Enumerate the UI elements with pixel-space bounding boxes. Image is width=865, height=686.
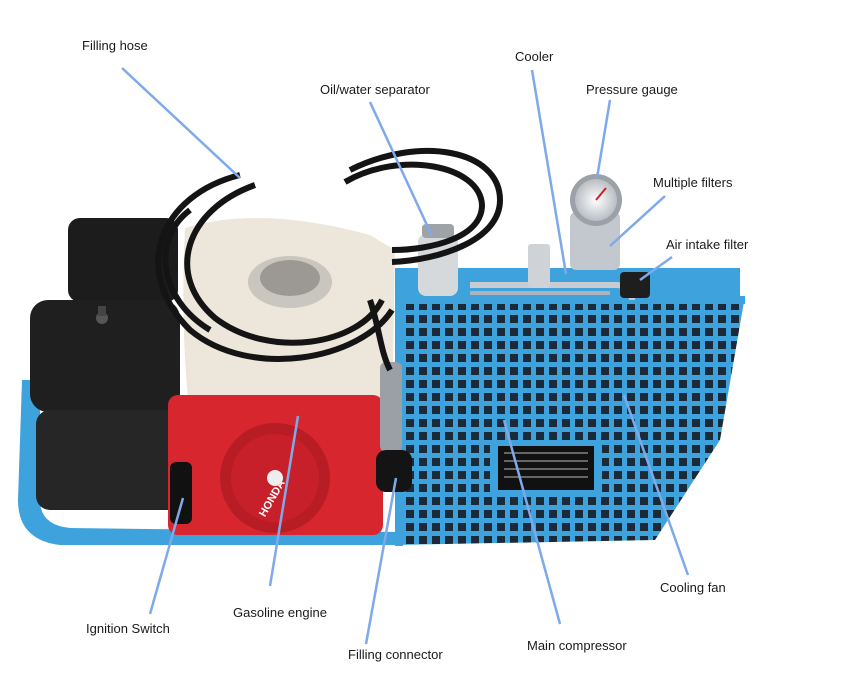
leader-lines	[121, 67, 690, 645]
leader-oil-water-separator	[368, 101, 434, 237]
compressor-cage	[395, 268, 745, 546]
label-filling-connector: Filling connector	[348, 647, 443, 662]
leader-filling-connector	[364, 477, 398, 645]
filling-connector-part	[376, 362, 412, 492]
label-cooling-fan: Cooling fan	[660, 580, 726, 595]
label-oil-water-separator: Oil/water separator	[320, 82, 430, 97]
label-filling-hose: Filling hose	[82, 38, 148, 53]
fuel-tank	[183, 218, 395, 420]
leader-main-compressor	[502, 419, 562, 625]
pressure-gauge	[570, 174, 622, 270]
engine-body	[30, 218, 186, 510]
leader-gasoline-engine	[268, 415, 300, 587]
label-gasoline-engine: Gasoline engine	[233, 605, 327, 620]
label-main-compressor: Main compressor	[527, 638, 627, 653]
ignition-switch[interactable]	[170, 462, 192, 524]
label-air-intake-filter: Air intake filter	[666, 237, 749, 252]
leader-ignition-switch	[148, 497, 185, 615]
leader-cooling-fan	[622, 394, 690, 576]
label-pressure-gauge: Pressure gauge	[586, 82, 678, 97]
leader-cooler	[530, 69, 568, 275]
leader-multiple-filters	[609, 195, 666, 247]
gasoline-engine-body: HONDA	[168, 395, 383, 535]
filling-hose	[155, 148, 504, 372]
base-frame	[18, 380, 400, 545]
label-multiple-filters: Multiple filters	[653, 175, 733, 190]
label-ignition-switch: Ignition Switch	[86, 621, 170, 636]
label-cooler: Cooler	[515, 49, 554, 64]
leader-air-intake-filter	[639, 255, 673, 282]
leader-pressure-gauge	[595, 99, 612, 179]
leader-filling-hose	[121, 67, 241, 179]
